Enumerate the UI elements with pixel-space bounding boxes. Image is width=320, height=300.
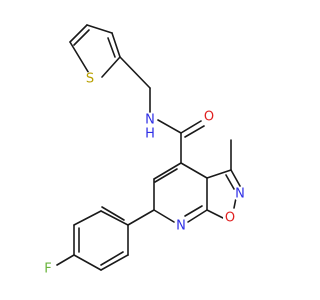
bond — [100, 251, 124, 266]
bond — [206, 169, 232, 179]
bond — [100, 254, 129, 271]
bond — [184, 125, 205, 138]
atom-pyridine-nitrogen: N — [174, 219, 188, 234]
atom-label-h-amide: H — [145, 127, 155, 142]
bond — [153, 209, 175, 223]
atom-sulfur: S — [83, 72, 97, 87]
bond — [73, 254, 102, 271]
bond — [101, 206, 125, 221]
bond — [73, 210, 102, 226]
molecule-structure: S N H O N N O F — [41, 24, 247, 277]
bond — [233, 197, 237, 209]
bond — [154, 168, 178, 183]
atom-label-s: S — [86, 72, 94, 87]
bond — [180, 120, 202, 134]
atom-label-o-carbonyl: O — [204, 110, 214, 125]
bond — [225, 174, 235, 190]
atom-label-n-pyridine: N — [176, 219, 186, 234]
bond — [230, 169, 241, 187]
atom-label-o-isoxazole: O — [225, 211, 235, 226]
atom-carbonyl-oxygen: O — [202, 110, 216, 125]
bond — [69, 41, 91, 76]
bond — [101, 56, 121, 78]
bond — [180, 162, 208, 179]
bonds — [56, 24, 241, 271]
bond — [73, 29, 90, 46]
bond — [100, 210, 129, 226]
atom-fluorine: F — [41, 262, 55, 277]
atom-isoxazole-oxygen: O — [223, 211, 237, 226]
atom-label-f: F — [44, 262, 51, 277]
bond — [69, 24, 88, 43]
bond — [157, 119, 182, 134]
bond — [127, 209, 155, 226]
bond — [153, 162, 182, 180]
bond — [107, 37, 116, 58]
bond — [184, 205, 203, 217]
atom-label-n-amide: N — [145, 113, 155, 128]
bond — [187, 209, 208, 223]
atom-label-n-isoxazole: N — [235, 187, 245, 202]
bond — [56, 254, 75, 266]
bond — [119, 56, 151, 89]
bond — [86, 24, 113, 34]
atom-nh: N H — [143, 113, 157, 142]
atom-isoxazole-nitrogen: N — [233, 187, 247, 202]
bond — [206, 209, 224, 219]
bond — [111, 32, 121, 58]
atom-labels: S N H O N N O F — [41, 72, 247, 277]
